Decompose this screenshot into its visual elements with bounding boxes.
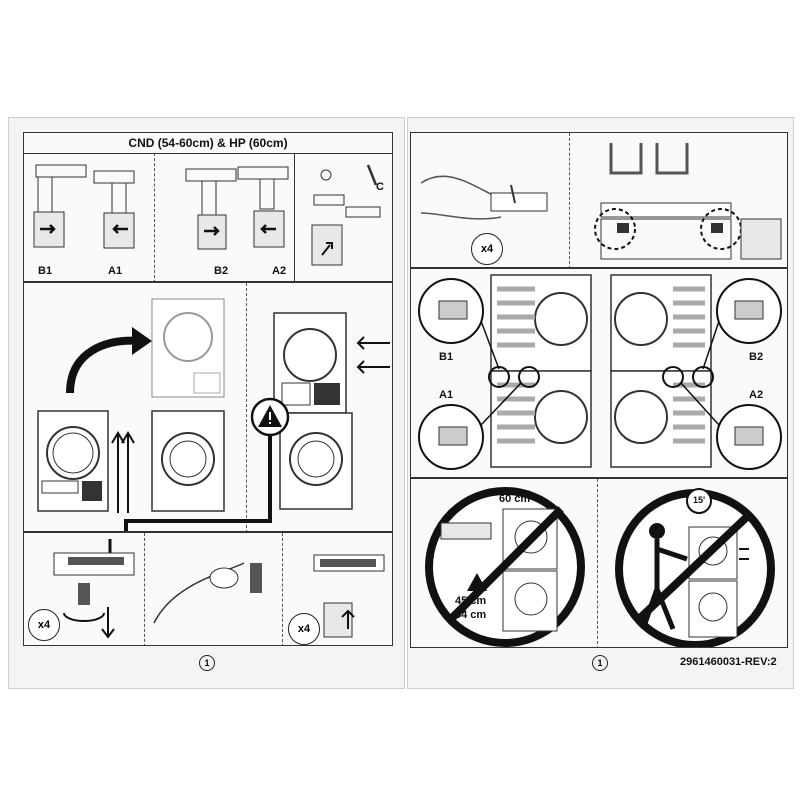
stacking-panel [23,282,393,532]
page-title: CND (54-60cm) & HP (60cm) [128,136,288,150]
label-a2: A2 [749,389,764,401]
warning-depth-1: 45 cm [455,595,487,607]
divider-3 [246,283,247,531]
multiplier-badge: x4 [471,233,503,265]
bracket-b2-a2-illustration [185,166,289,250]
divider-1 [154,153,155,281]
warning-depth-2: 54 cm [455,609,487,621]
stacking-illustration [37,298,390,531]
prohibited-size-illustration [425,487,585,647]
multiplier-badge: x4 [28,609,60,641]
timer-label: 15' [693,495,706,505]
divider-4 [144,533,145,645]
bracket-b1-a1-illustration [33,164,135,249]
warning-width: 60 cm [499,493,531,505]
arrow-right-icon [617,223,629,233]
prohibited-icon [636,510,754,622]
feet-panel: x4 x4 [23,532,393,646]
label-b2: B2 [749,351,764,363]
hose-panel: x4 [410,132,788,268]
label-a1: A1 [108,265,123,277]
stacked-units-illustration [418,274,782,470]
hose-illustration [420,143,782,260]
divider-2 [294,153,295,281]
screw-kit-illustration [311,164,381,266]
prohibited-lifting-illustration [615,488,775,647]
feet-illustration [53,539,385,639]
label-b1: B1 [439,351,454,363]
multiplier-badge: x4 [288,613,320,645]
warning-panel: 60 cm 45 cm 54 cm 15' [410,478,788,648]
label-a2: A2 [272,265,287,277]
arrow-left-icon [711,223,723,233]
right-instruction-page: x4 [407,117,794,689]
divider-6 [569,133,570,267]
bracket-fit-panel: B1 A1 B2 A2 [410,268,788,478]
page-number: 1 [592,655,608,671]
divider-5 [282,533,283,645]
page-number: 1 [199,655,215,671]
label-b1: B1 [38,265,53,277]
label-c: C [376,181,384,193]
foot-icon [78,583,90,605]
prohibited-icon [448,506,564,622]
bracket-panel: CND (54-60cm) & HP (60cm) B1 A1 B2 [23,132,393,282]
divider-7 [597,479,598,647]
curved-arrow-icon [66,336,143,394]
label-b2: B2 [214,265,229,277]
timer-icon [686,488,712,514]
revision-code: 2961460031-REV:2 [680,656,777,668]
left-instruction-page: CND (54-60cm) & HP (60cm) B1 A1 B2 [8,117,405,689]
title-divider [24,153,392,154]
label-a1: A1 [439,389,454,401]
